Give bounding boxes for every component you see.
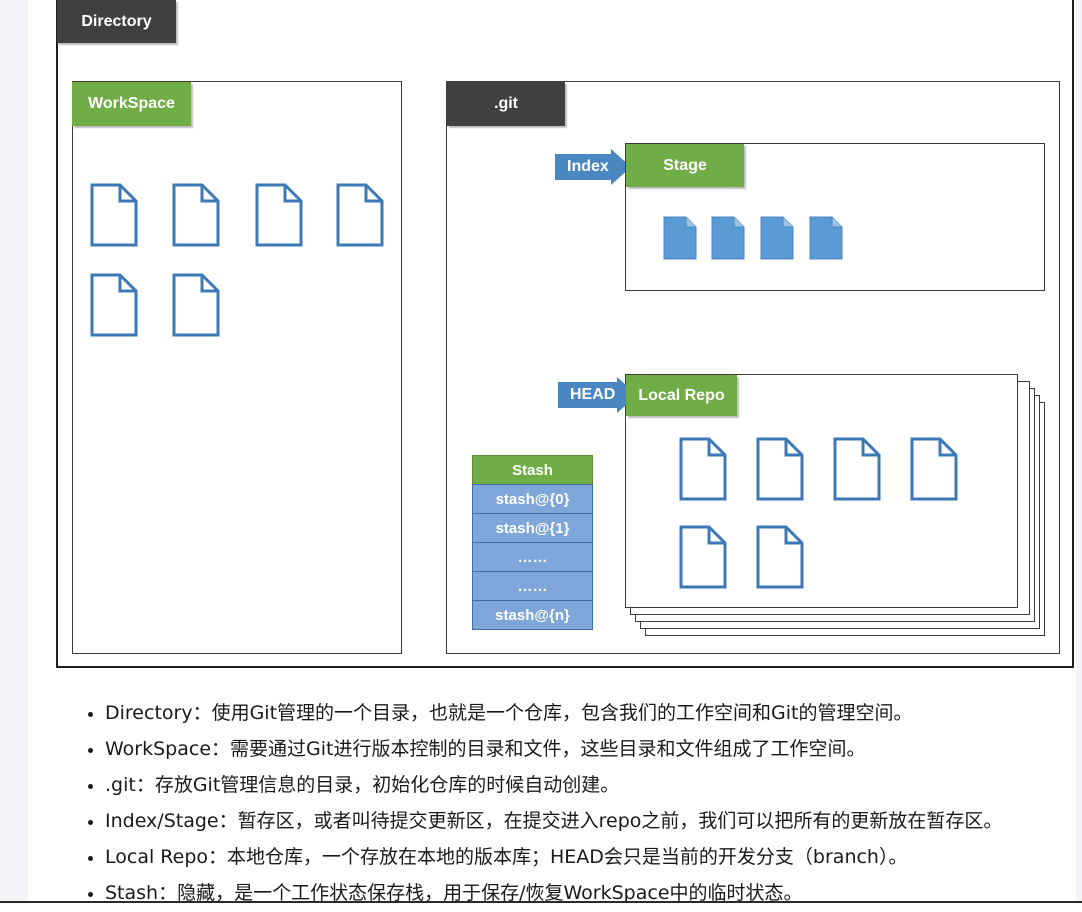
stash-entry: stash@{0} xyxy=(472,484,593,514)
head-arrow-label: HEAD xyxy=(558,382,618,408)
workspace-file-icon xyxy=(90,273,138,337)
stash-stack: Stash stash@{0} stash@{1} …… …… stash@{n… xyxy=(472,455,593,630)
stash-entry: stash@{1} xyxy=(472,513,593,543)
list-item: Stash：隐藏，是一个工作状态保存栈，用于保存/恢复WorkSpace中的临时… xyxy=(105,875,1002,911)
repo-file-icon xyxy=(679,437,727,501)
workspace-box xyxy=(72,81,402,654)
right-gutter xyxy=(1076,0,1082,903)
repo-file-icon xyxy=(833,437,881,501)
repo-file-icon xyxy=(756,525,804,589)
staged-file-icon xyxy=(760,216,794,260)
workspace-file-icon xyxy=(90,183,138,247)
stash-entry: …… xyxy=(472,571,593,601)
staged-file-icon xyxy=(809,216,843,260)
repo-file-icon xyxy=(679,525,727,589)
index-arrow-label: Index xyxy=(555,154,611,180)
definition-list: Directory：使用Git管理的一个目录，也就是一个仓库，包含我们的工作空间… xyxy=(80,695,1002,911)
list-item: WorkSpace：需要通过Git进行版本控制的目录和文件，这些目录和文件组成了… xyxy=(105,731,1002,767)
repo-file-icon xyxy=(756,437,804,501)
bottom-border xyxy=(0,901,1082,903)
stash-title: Stash xyxy=(472,455,593,485)
list-item: Index/Stage：暂存区，或者叫待提交更新区，在提交进入repo之前，我们… xyxy=(105,803,1002,839)
staged-file-icon xyxy=(663,216,697,260)
workspace-file-icon xyxy=(172,183,220,247)
index-arrow: Index xyxy=(555,149,631,185)
workspace-file-icon xyxy=(255,183,303,247)
stash-entry: stash@{n} xyxy=(472,600,593,630)
local-repo-label: Local Repo xyxy=(626,375,737,416)
workspace-file-icon xyxy=(172,273,220,337)
directory-label: Directory xyxy=(57,0,176,43)
workspace-file-icon xyxy=(336,183,384,247)
staged-file-icon xyxy=(711,216,745,260)
list-item: Directory：使用Git管理的一个目录，也就是一个仓库，包含我们的工作空间… xyxy=(105,695,1002,731)
stash-entry: …… xyxy=(472,542,593,572)
git-label: .git xyxy=(447,82,565,126)
list-item: Local Repo：本地仓库，一个存放在本地的版本库；HEAD会只是当前的开发… xyxy=(105,839,1002,875)
stage-label: Stage xyxy=(626,144,744,187)
list-item: .git：存放Git管理信息的目录，初始化仓库的时候自动创建。 xyxy=(105,767,1002,803)
left-gutter xyxy=(0,0,28,903)
repo-file-icon xyxy=(910,437,958,501)
workspace-label: WorkSpace xyxy=(72,82,191,126)
